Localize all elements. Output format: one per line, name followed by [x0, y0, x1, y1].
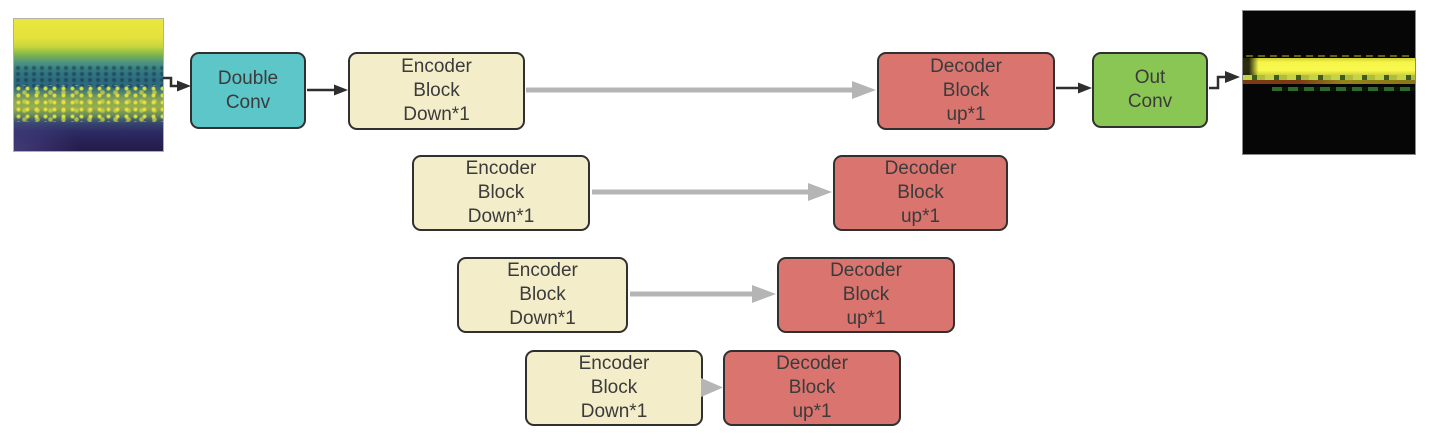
decoder4-label-line1: Decoder	[776, 353, 848, 374]
decoder1-label-line2: Block	[942, 80, 990, 101]
encoder-block-node-2: Encoder Block Down*1	[412, 155, 590, 231]
input-bottom-swirl	[14, 108, 86, 151]
doubleconv-to-encoder1-arrow-icon	[307, 84, 348, 96]
decoder-block-node-3: Decoder Block up*1	[777, 257, 955, 333]
encoder2-label-line2: Block	[477, 182, 525, 203]
decoder4-label-line2: Block	[788, 377, 836, 398]
double-conv-label-line2: Conv	[225, 91, 271, 113]
decoder-block-node-2: Decoder Block up*1	[833, 155, 1008, 231]
encoder4-label-line1: Encoder	[578, 353, 650, 374]
input-to-doubleconv-arrow-icon	[163, 76, 191, 92]
decoder1-label-line3: up*1	[946, 104, 986, 125]
output-maroon-line	[1243, 80, 1415, 85]
encoder1-label-line3: Down*1	[403, 104, 470, 125]
encoder3-label-line2: Block	[519, 284, 566, 305]
encoder2-label-line3: Down*1	[467, 206, 535, 227]
outconv-to-output-arrow-icon	[1209, 71, 1240, 90]
decoder-block-node-1: Decoder Block up*1	[877, 52, 1055, 130]
double-conv-label-line1: Double	[217, 67, 279, 89]
output-band-speckle	[1243, 74, 1415, 80]
double-conv-node: Double Conv	[190, 52, 306, 129]
output-green-speckle-line	[1272, 86, 1415, 92]
encoder-block-node-3: Encoder Block Down*1	[457, 257, 628, 333]
decoder4-label-line3: up*1	[792, 401, 832, 422]
encoder3-label-line3: Down*1	[509, 308, 576, 329]
encoder1-label-line1: Encoder	[401, 56, 472, 77]
out-conv-label-line1: Out	[1134, 67, 1166, 88]
decoder3-label-line1: Decoder	[830, 260, 902, 281]
output-prediction-image	[1242, 10, 1416, 155]
encoder4-label-line3: Down*1	[580, 401, 648, 422]
output-dim-speckle-line	[1246, 54, 1410, 57]
decoder1-label-line1: Decoder	[930, 56, 1002, 77]
encoder-block-node-4: Encoder Block Down*1	[525, 350, 703, 426]
decoder3-label-line2: Block	[842, 284, 890, 305]
decoder1-to-outconv-arrow-icon	[1056, 82, 1092, 94]
skip-arrow-level3-icon	[630, 285, 776, 303]
decoder2-label-line2: Block	[897, 182, 944, 203]
out-conv-node: Out Conv	[1092, 52, 1208, 128]
decoder-block-node-4: Decoder Block up*1	[723, 350, 901, 426]
decoder3-label-line3: up*1	[846, 308, 886, 329]
input-spectrogram-image	[13, 18, 164, 152]
decoder2-label-line1: Decoder	[884, 158, 957, 179]
skip-arrow-level2-icon	[592, 183, 832, 201]
encoder3-label-line1: Encoder	[507, 260, 578, 281]
skip-arrow-level1-icon	[526, 81, 876, 99]
output-yellow-band	[1243, 58, 1415, 75]
out-conv-label-line2: Conv	[1127, 91, 1173, 112]
encoder2-label-line1: Encoder	[465, 158, 537, 179]
input-noise-texture	[14, 65, 163, 89]
skip-arrow-level4-icon	[701, 378, 723, 397]
encoder1-label-line2: Block	[413, 80, 460, 101]
encoder-block-node-1: Encoder Block Down*1	[348, 52, 525, 130]
encoder4-label-line2: Block	[590, 377, 638, 398]
decoder2-label-line3: up*1	[900, 206, 941, 227]
